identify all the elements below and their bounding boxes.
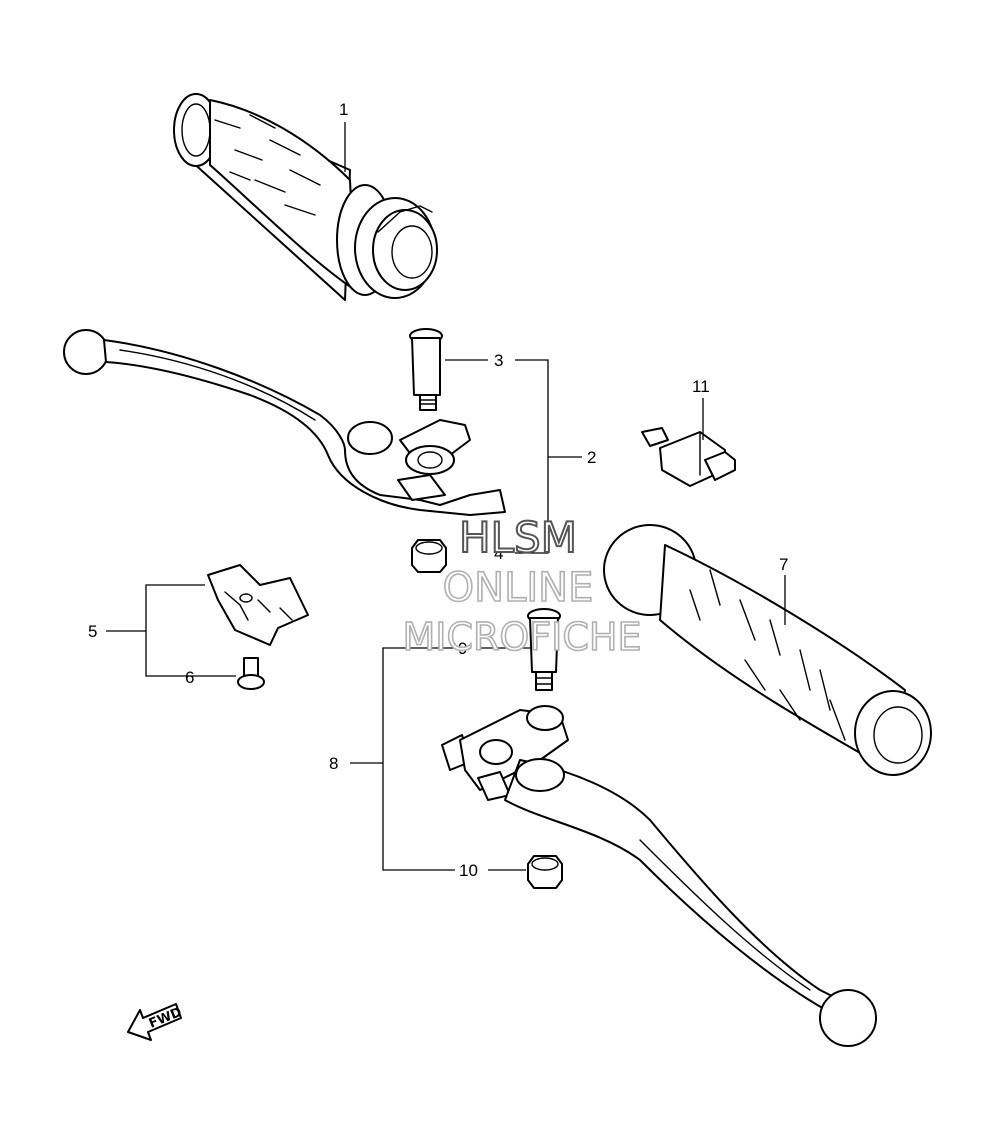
callout-5: 5: [88, 622, 97, 641]
callout-11: 11: [692, 377, 710, 396]
right-throttle-grip: [603, 524, 932, 776]
callout-9: 9: [458, 639, 467, 658]
clutch-switch-5: [207, 564, 309, 646]
forward-direction-arrow-icon: FWD: [127, 1003, 184, 1041]
lever-pivot-bolt-3: [409, 328, 443, 411]
callout-8: 8: [329, 754, 338, 773]
callout-6: 6: [185, 668, 194, 687]
leader-5-bracket: [145, 584, 205, 677]
callout-2: 2: [587, 448, 596, 467]
lever-pivot-bolt-9: [527, 608, 561, 691]
callout-4: 4: [494, 544, 503, 563]
callout-10: 10: [459, 861, 478, 880]
watermark-line-2: ONLINE: [443, 565, 594, 611]
brake-lever: [441, 705, 877, 1047]
callout-7: 7: [779, 555, 788, 574]
switch-screw-6: [237, 657, 265, 690]
lever-nut-4: [411, 539, 447, 573]
left-handlebar-grip: [173, 93, 438, 301]
watermark-line-3: MICROFICHE: [402, 615, 641, 659]
watermark-line-1: HLSM: [459, 513, 577, 562]
clutch-lever: [63, 329, 506, 516]
leader-8-bracket: [382, 647, 455, 871]
brake-light-switch-11: [641, 427, 736, 487]
watermark: HLSM ONLINE MICROFICHE: [402, 512, 643, 660]
callout-1: 1: [339, 100, 348, 119]
callout-3: 3: [494, 351, 503, 370]
lever-nut-10: [527, 855, 563, 889]
